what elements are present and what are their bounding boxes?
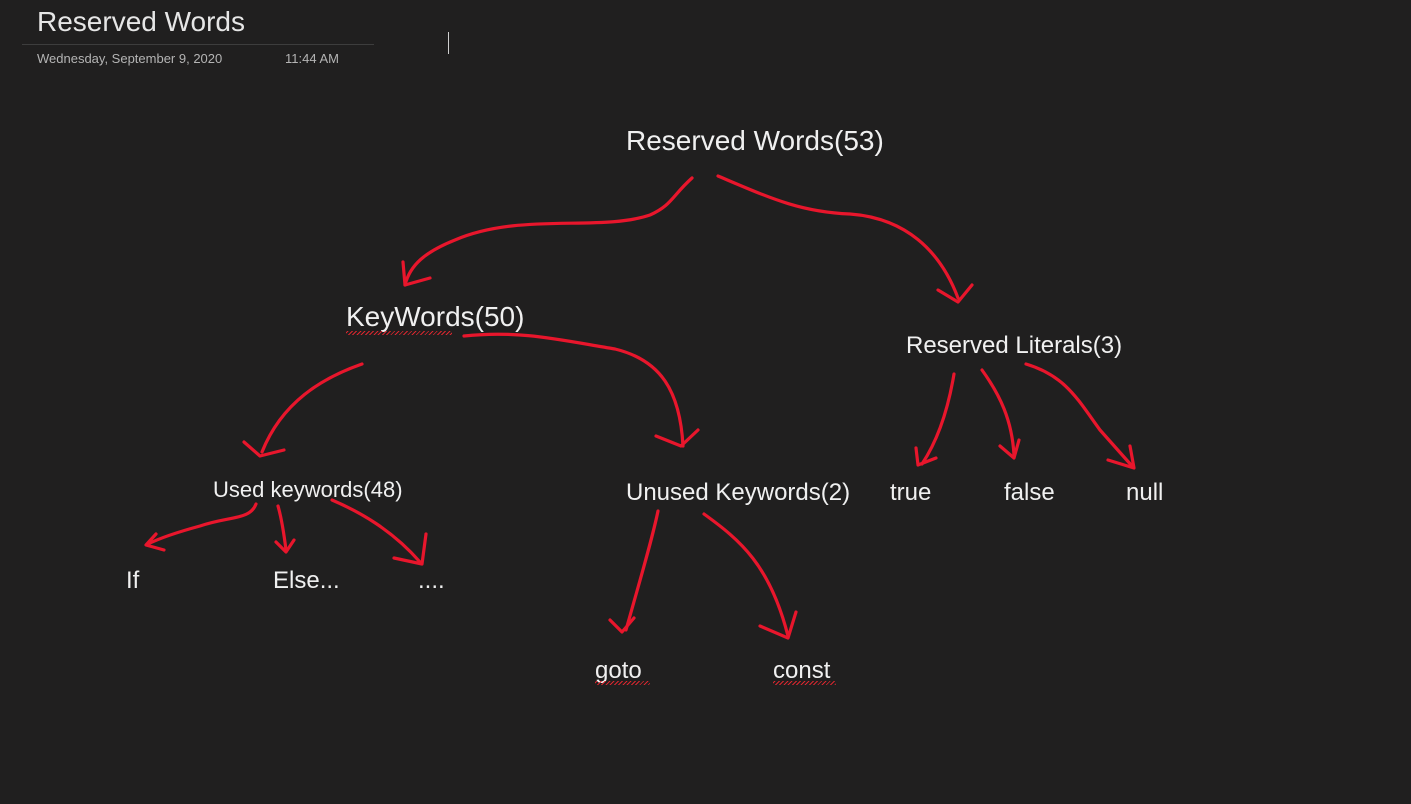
arrow-unused-to-goto (624, 509, 660, 632)
arrow-unused-to-const (702, 512, 790, 638)
arrow-keywords-to-unused (462, 332, 685, 448)
node-keywords[interactable]: KeyWords(50) (346, 301, 525, 332)
page-time: 11:44 AM (285, 51, 339, 66)
node-used-keywords[interactable]: Used keywords(48) (213, 477, 403, 502)
arrowhead-keywords (401, 260, 432, 287)
arrow-keywords-to-used (260, 362, 364, 454)
arrowhead-null (1106, 444, 1136, 470)
node-reserved-words[interactable]: Reserved Words(53) (626, 125, 884, 156)
arrow-used-to-if (146, 502, 258, 546)
page-title[interactable]: Reserved Words (37, 6, 246, 37)
title-divider (22, 44, 374, 45)
arrowhead-false (998, 438, 1021, 460)
arrowhead-goto (608, 616, 636, 634)
arrow-used-to-else (276, 504, 288, 552)
spellcheck-underline-keywords (346, 331, 452, 335)
arrowhead-true (914, 446, 938, 467)
arrowhead-if (144, 532, 166, 552)
spellcheck-underline-const (773, 681, 836, 685)
node-goto[interactable]: goto (595, 657, 642, 684)
arrow-root-to-literals (716, 174, 960, 300)
node-more[interactable]: .... (418, 567, 445, 594)
node-reserved-literals[interactable]: Reserved Literals(3) (906, 332, 1123, 359)
node-if[interactable]: If (126, 567, 140, 594)
arrowhead-const (758, 610, 798, 640)
node-unused-keywords[interactable]: Unused Keywords(2) (626, 479, 851, 506)
arrowhead-unused (654, 428, 700, 448)
arrowhead-else (274, 538, 296, 554)
text-cursor (448, 32, 449, 54)
page-date: Wednesday, September 9, 2020 (37, 51, 223, 66)
node-false[interactable]: false (1004, 479, 1055, 506)
arrowhead-used (242, 440, 286, 458)
arrow-root-to-keywords (403, 176, 694, 287)
node-null[interactable]: null (1126, 479, 1164, 506)
arrow-literals-to-false (980, 368, 1016, 457)
arrow-literals-to-null (1024, 362, 1134, 468)
arrow-literals-to-true (920, 372, 956, 466)
node-true[interactable]: true (890, 479, 932, 506)
arrow-used-to-more (330, 498, 422, 564)
arrowhead-more (392, 532, 428, 566)
node-const[interactable]: const (773, 657, 831, 684)
node-else[interactable]: Else... (273, 567, 340, 594)
spellcheck-underline-goto (595, 681, 650, 685)
arrowhead-literals (936, 283, 974, 304)
